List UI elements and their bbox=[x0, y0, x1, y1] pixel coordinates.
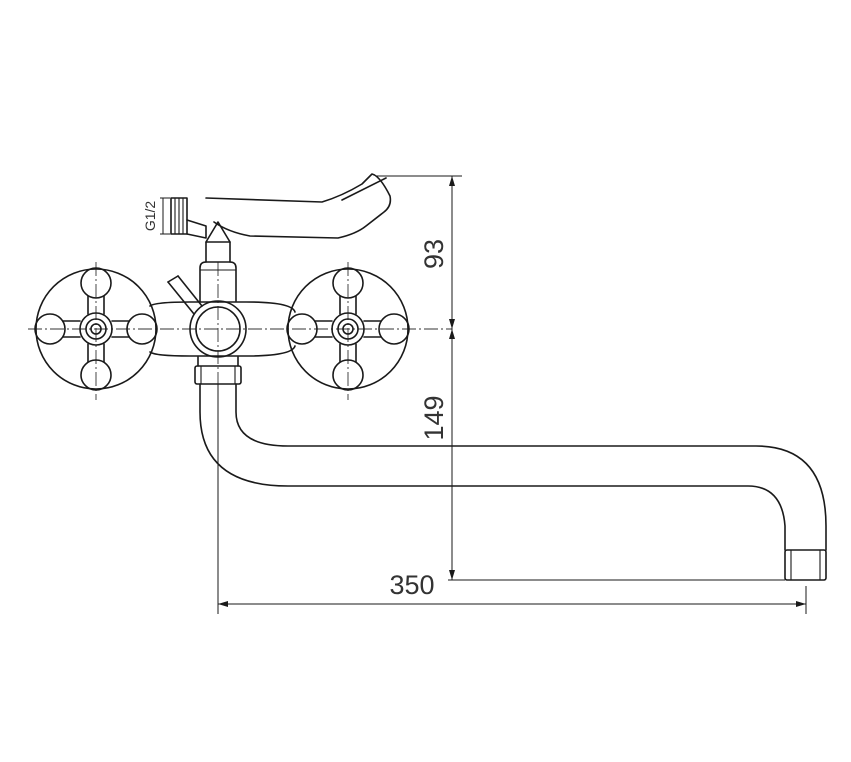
dim-height-lower: 149 bbox=[419, 395, 449, 440]
dim-length: 350 bbox=[389, 570, 434, 600]
dimension-vertical: 93 149 bbox=[376, 175, 785, 581]
shower-lever bbox=[205, 173, 392, 239]
thread-label: G1/2 bbox=[142, 201, 158, 232]
dim-height-upper: 93 bbox=[419, 239, 449, 269]
left-cross-handle bbox=[34, 267, 158, 391]
mixer-body bbox=[149, 275, 296, 385]
shower-outlet: G1/2 bbox=[142, 197, 237, 302]
spout bbox=[199, 383, 827, 581]
right-cross-handle bbox=[286, 267, 410, 391]
dimension-horizontal: 350 bbox=[217, 384, 807, 614]
